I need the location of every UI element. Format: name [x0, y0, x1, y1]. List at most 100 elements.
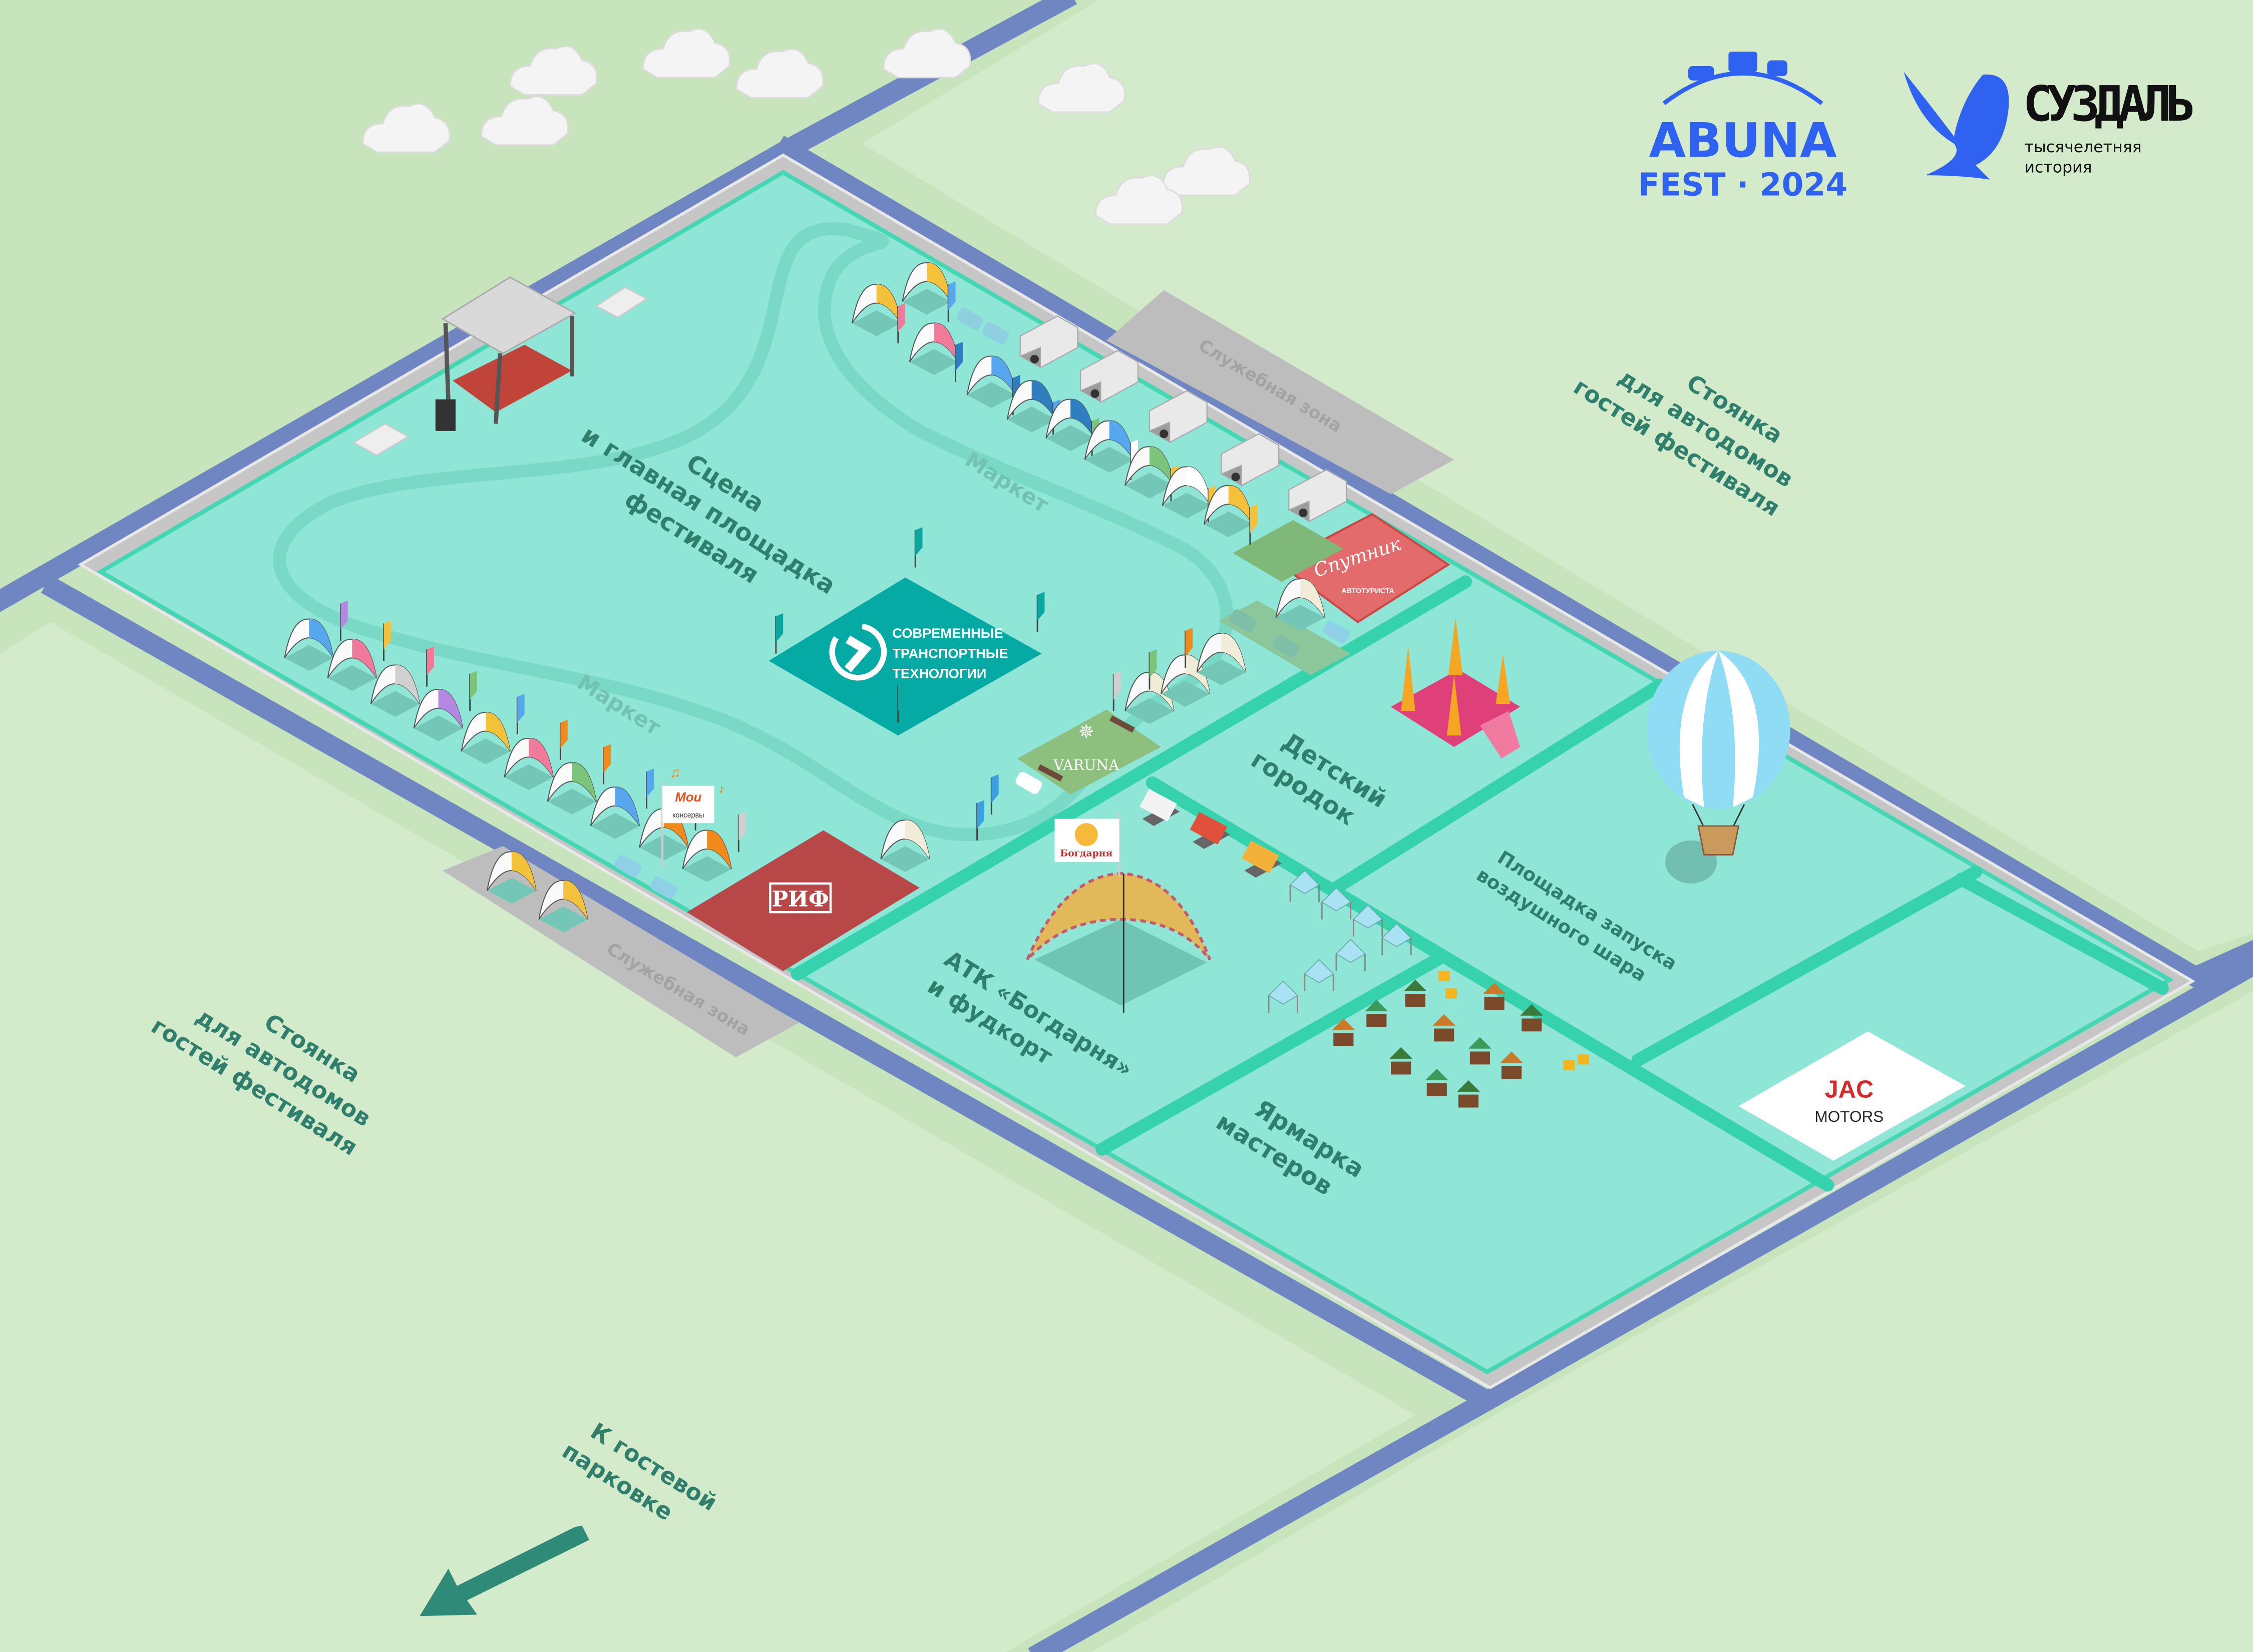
craft-stall-icon[interactable] — [1468, 1037, 1491, 1065]
balloon-stripes — [1679, 650, 1759, 807]
food-truck-icon[interactable] — [1241, 841, 1282, 878]
car-icon[interactable] — [955, 306, 985, 332]
market-tent-icon[interactable] — [1124, 671, 1175, 724]
tent-canopy-accent — [438, 689, 463, 728]
banner-flag-icon — [990, 774, 999, 815]
pavilion-icon[interactable] — [1268, 980, 1298, 1013]
tent-floor — [487, 878, 536, 904]
tent-canopy-accent — [395, 665, 420, 704]
craft-stall-icon[interactable] — [1520, 1004, 1544, 1032]
cloud-shape — [735, 48, 824, 99]
music-note-icon: ♫ — [669, 764, 680, 780]
banner-flag-icon — [737, 811, 746, 852]
food-truck-icon[interactable] — [1190, 811, 1230, 849]
hot-air-balloon[interactable] — [1646, 650, 1790, 884]
caravan-icon[interactable] — [1221, 433, 1280, 487]
stt-sponsor-area[interactable]: СОВРЕМЕННЫЕ ТРАНСПОРТНЫЕ ТЕХНОЛОГИИ — [769, 577, 1042, 736]
flag-cloth — [1250, 504, 1258, 533]
market-tent-icon[interactable] — [1275, 578, 1325, 631]
tent-floor — [370, 691, 420, 717]
tent-floor — [1276, 605, 1325, 631]
car-body — [1230, 609, 1256, 632]
road-north-east — [774, 135, 2253, 988]
craft-stall-icon[interactable] — [1332, 1018, 1355, 1046]
car-body — [1273, 635, 1299, 658]
pavilion-icon[interactable] — [1289, 870, 1320, 903]
market-tent-icon[interactable] — [909, 322, 959, 375]
big-tent-shadow — [1034, 919, 1207, 1006]
craft-stall-icon[interactable] — [1432, 1014, 1456, 1042]
service-box — [595, 286, 648, 318]
car-icon[interactable] — [1271, 634, 1301, 659]
tent-canopy-accent — [934, 323, 959, 362]
flag-cloth — [977, 800, 984, 829]
car-icon[interactable] — [1228, 608, 1258, 633]
craft-stall-icon[interactable] — [1403, 980, 1427, 1007]
craft-stall-icon[interactable] — [1500, 1051, 1523, 1079]
grass-field-bottom-right — [1092, 991, 2253, 1652]
market-tent-icon[interactable] — [1006, 380, 1057, 433]
craft-stall-icon[interactable] — [1425, 1068, 1448, 1096]
craft-stall-icon[interactable] — [1482, 982, 1506, 1010]
car-icon[interactable] — [981, 320, 1010, 346]
path-crafts-divider — [1095, 952, 1446, 1156]
tent-canopy-accent — [572, 762, 597, 802]
market-tent-icon[interactable] — [538, 880, 588, 933]
tent-floor — [284, 645, 333, 671]
caravan-icon[interactable] — [1149, 390, 1208, 444]
pavilion-icon[interactable] — [1352, 904, 1383, 937]
bouncy-castle[interactable] — [1391, 617, 1521, 759]
stall-awning — [1500, 1051, 1523, 1063]
jac-sponsor-area[interactable]: JAC MOTORS — [1738, 1031, 1966, 1161]
market-tent-icon[interactable] — [966, 355, 1017, 408]
tent-canopy-accent — [905, 820, 930, 859]
market-tent-icon[interactable] — [1124, 446, 1175, 499]
car-icon[interactable] — [1321, 619, 1351, 645]
tent-floor — [414, 715, 463, 741]
car-icon[interactable] — [613, 854, 643, 879]
cloud-shape — [481, 96, 569, 146]
market-tent-icon[interactable] — [284, 618, 334, 671]
bogdarnya-foodcourt[interactable]: Богдарня — [1026, 813, 1212, 1013]
main-stage[interactable] — [435, 276, 577, 431]
market-tent-icon[interactable] — [547, 762, 597, 815]
pavilion-icon[interactable] — [1381, 923, 1412, 956]
grass-field-bottom-left — [0, 622, 1415, 1652]
food-truck-icon[interactable] — [1140, 788, 1180, 826]
craft-stall-icon[interactable] — [1457, 1080, 1480, 1108]
market-tent-icon[interactable] — [487, 851, 537, 904]
car-icon[interactable] — [649, 875, 678, 901]
moi-konservy-flag[interactable]: Мои консервы ♫ ♪ — [661, 764, 725, 868]
banner-flag-icon — [603, 744, 611, 784]
market-tent-icon[interactable] — [1045, 398, 1095, 452]
tent-canopy-accent — [615, 787, 640, 826]
market-tent-icon[interactable] — [370, 664, 421, 717]
market-tent-icon[interactable] — [413, 689, 464, 741]
caravan-icon[interactable] — [1288, 469, 1347, 523]
arrow-to-guest-parking-icon[interactable] — [420, 1525, 589, 1616]
pavilion-icon[interactable] — [1304, 959, 1334, 991]
rif-label: РИФ — [772, 887, 829, 912]
caravan-icon[interactable] — [1080, 349, 1139, 403]
varuna-sponsor-area[interactable]: ✵ VARUNA — [1017, 709, 1161, 794]
rif-pad — [686, 830, 920, 971]
market-tent-icon[interactable] — [1203, 485, 1254, 538]
pavilion-icon[interactable] — [1321, 887, 1352, 920]
caravan-icon[interactable] — [1019, 315, 1078, 369]
market-tent-icon[interactable] — [1162, 466, 1212, 519]
music-note-icon: ♪ — [718, 781, 725, 796]
flag-cloth — [776, 613, 784, 642]
craft-stall-icon[interactable] — [1389, 1047, 1413, 1075]
market-tent-icon[interactable] — [504, 737, 554, 790]
car-icon[interactable] — [1014, 770, 1043, 796]
tent-canopy-accent — [991, 356, 1016, 395]
cloud-icon — [735, 48, 824, 99]
rif-sponsor-area[interactable]: РИФ — [686, 830, 920, 971]
pavilion-icon[interactable] — [1335, 939, 1366, 971]
market-tent-icon[interactable] — [1160, 654, 1211, 707]
banner-flag-icon — [775, 613, 784, 654]
craft-stall-icon[interactable] — [1365, 1000, 1388, 1027]
market-tent-icon[interactable] — [461, 712, 511, 764]
car-body — [956, 307, 983, 330]
